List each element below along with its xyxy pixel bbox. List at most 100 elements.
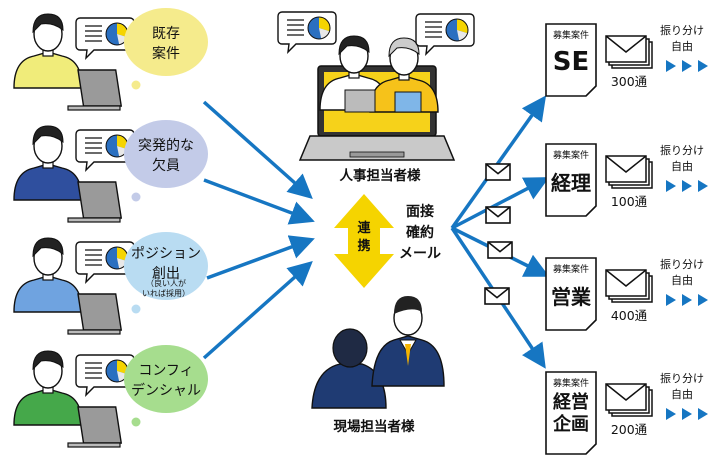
request-label: 創出 bbox=[152, 266, 180, 282]
person-hair bbox=[32, 237, 64, 258]
mail-count: 400通 bbox=[611, 308, 648, 323]
interview-mail-label: メール bbox=[399, 246, 441, 262]
forward-triangle-icon bbox=[666, 180, 676, 192]
laptop-screen bbox=[77, 69, 123, 107]
request-bubble bbox=[124, 8, 208, 76]
pie-chart-icon bbox=[445, 18, 469, 42]
mail-flap bbox=[487, 241, 513, 253]
request-label: 既存 bbox=[152, 26, 180, 42]
mail-count: 200通 bbox=[611, 422, 648, 437]
job-document-header: 募集案件 bbox=[553, 29, 589, 41]
request-bubble-tail bbox=[131, 192, 141, 202]
distribution-note: 振り分け bbox=[660, 143, 704, 157]
request-bubble-tail bbox=[131, 417, 141, 427]
flow-arrow-in bbox=[202, 261, 313, 360]
forward-triangle-icon bbox=[666, 294, 676, 306]
person-hair bbox=[32, 125, 64, 146]
job-document bbox=[545, 23, 597, 97]
request-note: （良い人が bbox=[146, 278, 186, 288]
flow-arrow-in bbox=[202, 100, 313, 199]
mail-icon bbox=[605, 155, 647, 173]
laptop-base bbox=[67, 442, 121, 448]
laptop-icon bbox=[67, 406, 123, 448]
person-hair bbox=[32, 350, 64, 371]
job-document-title: SE bbox=[553, 47, 590, 77]
speech-card bbox=[415, 13, 475, 56]
job-document bbox=[545, 143, 597, 217]
pie-gray-slice bbox=[457, 30, 468, 41]
distribution-note: 振り分け bbox=[660, 23, 704, 37]
pie-yellow-slice bbox=[117, 23, 128, 38]
pie-yellow-slice bbox=[117, 135, 128, 150]
job-document-title: 経営 bbox=[553, 391, 589, 413]
mail-stack-sheet bbox=[605, 269, 647, 297]
person-body bbox=[13, 163, 83, 201]
field-label: 現場担当者様 bbox=[334, 418, 415, 435]
request-label: 突発的な bbox=[138, 138, 194, 154]
request-bubble-tail bbox=[131, 80, 141, 90]
forward-triangle-icon bbox=[682, 408, 692, 420]
mail-stack-sheet bbox=[605, 383, 647, 411]
laptop-base bbox=[67, 329, 121, 335]
forward-triangle-icon bbox=[698, 408, 708, 420]
flow-arrow-in bbox=[206, 235, 315, 280]
request-label: デンシャル bbox=[131, 382, 201, 399]
mail-icon bbox=[605, 35, 647, 53]
forward-triangle-icon bbox=[682, 294, 692, 306]
forward-triangle-icon bbox=[682, 60, 692, 72]
pie-outline bbox=[445, 18, 469, 42]
laptop-icon bbox=[67, 181, 123, 223]
request-person bbox=[13, 237, 83, 313]
sync-label: 連 bbox=[357, 220, 371, 236]
job-document bbox=[545, 371, 597, 455]
person-hair bbox=[338, 35, 370, 56]
mail-flap bbox=[485, 206, 511, 218]
forward-triangle-icon bbox=[666, 60, 676, 72]
hr-laptop-pad bbox=[349, 151, 405, 158]
distribution-note: 自由 bbox=[671, 273, 693, 287]
pie-yellow-slice bbox=[117, 360, 128, 375]
laptop-icon bbox=[67, 69, 123, 111]
request-label: ポジション bbox=[131, 246, 201, 262]
forward-triangle-icon bbox=[698, 294, 708, 306]
laptop-screen bbox=[77, 181, 123, 219]
request-person bbox=[13, 13, 83, 89]
forward-triangle-icon bbox=[698, 180, 708, 192]
person-hair bbox=[32, 13, 64, 34]
request-note: いれば採用） bbox=[142, 288, 190, 298]
mail-icon bbox=[485, 206, 511, 224]
mail-flap bbox=[484, 287, 510, 299]
laptop-base bbox=[67, 217, 121, 223]
job-document-header: 募集案件 bbox=[553, 377, 589, 389]
laptop-screen bbox=[77, 293, 123, 331]
pie-chart-icon bbox=[307, 16, 331, 40]
distribution-note: 自由 bbox=[671, 387, 693, 401]
person-body bbox=[13, 388, 83, 426]
field-person-front-hair bbox=[394, 296, 422, 314]
laptop-icon bbox=[67, 293, 123, 335]
flow-arrow-in bbox=[203, 178, 315, 225]
request-bubble bbox=[124, 345, 208, 413]
hr-tablet bbox=[344, 89, 376, 113]
pie-outline bbox=[307, 16, 331, 40]
pie-yellow-slice bbox=[457, 19, 468, 34]
mail-count: 300通 bbox=[611, 74, 648, 89]
job-document-header: 募集案件 bbox=[553, 149, 589, 161]
person-body bbox=[13, 51, 83, 89]
interview-mail-label: 面接 bbox=[406, 203, 434, 220]
hr-laptop-base bbox=[298, 135, 456, 161]
request-bubble bbox=[124, 232, 208, 300]
flow-arrow-out bbox=[451, 177, 550, 230]
request-label: コンフィ bbox=[138, 363, 193, 379]
sync-arrow bbox=[334, 194, 394, 288]
field-person-back-head bbox=[332, 328, 368, 368]
interview-mail-label: 確約 bbox=[406, 224, 434, 241]
